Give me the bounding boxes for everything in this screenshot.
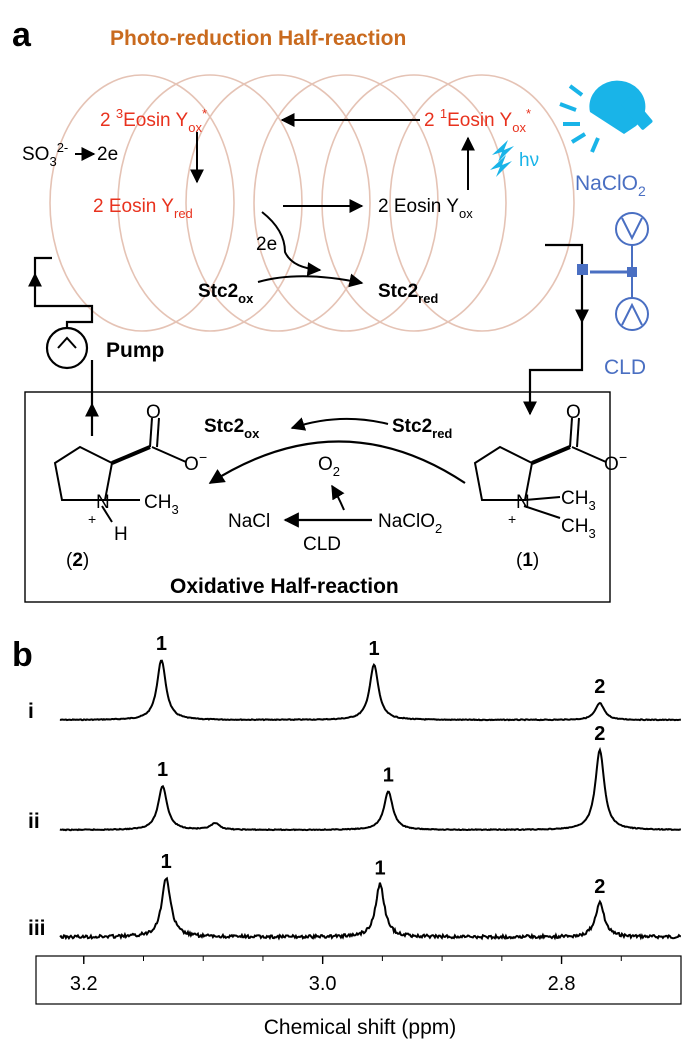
mixer-junction-left [577,264,588,275]
oxidative-title: Oxidative Half-reaction [170,575,399,598]
s1-methyl-b: CH3 [561,516,596,541]
structure-2 [53,417,187,523]
singlet-eosin: 2 1Eosin Yox* [424,106,531,135]
stc2-ox-box: Stc2ox [204,416,260,441]
light-bolt-icon [490,140,514,177]
tube-right [528,243,584,410]
peak-label-iii-2: 2 [594,876,605,898]
stc2-red-box: Stc2red [392,416,452,441]
peak-label-ii-2: 1 [383,765,394,787]
cld-label: CLD [604,356,646,379]
spectrum-label-i: i [28,700,34,723]
stc2-oxidation-arrow [290,417,389,431]
stc2-reduction-arrow [257,273,364,288]
triplet-eosin: 2 3Eosin Yox* [100,106,207,135]
demethylation-arrow [208,440,466,484]
photoreactor-coil [49,74,575,332]
naclo2-box: NaClO2 [378,511,442,536]
naclo2-label: NaClO2 [575,172,646,199]
panel-b-label: b [12,636,33,674]
nacl: NaCl [228,511,270,532]
cld-box: CLD [303,534,341,555]
light-label: hν [519,150,539,171]
s2-nitrogen: N [96,492,110,513]
s1-plus: + [508,511,516,527]
mixer-junction-right [627,267,637,277]
pump-rotor-icon [57,336,77,349]
pump-icon [45,326,89,370]
x-tick-label-0: 3.2 [70,973,98,995]
compound-1-label: (1) [516,550,539,571]
peak-label-ii-3: 2 [594,723,605,745]
s2-methyl: CH3 [144,492,179,517]
stc2-red-photo: Stc2red [378,281,438,306]
s1-methyl-a: CH3 [561,488,596,513]
x-tick-label-2: 2.8 [548,973,576,995]
s2-hydrogen: H [114,524,128,545]
peak-label-i-0: 1 [156,633,167,655]
o2-release-arrow [331,484,345,511]
electron-transfer-arrow [261,211,322,277]
s1-carbonyl-o: O [566,402,581,423]
transfer-electrons: 2e [256,234,277,255]
s1-carboxylate-o: O [604,454,619,475]
lamp-icon [559,80,653,153]
spectrum-line-iii [59,876,681,941]
spectrum-line-ii [59,746,681,832]
x-axis-box [35,955,682,1005]
s1-nitrogen: N [516,492,530,513]
reduced-eosin: 2 Eosin Yred [93,196,193,221]
s2-carbonyl-o: O [146,402,161,423]
panel-a-label: a [12,16,32,54]
x-tick-label-1: 3.0 [309,973,337,995]
spectrum-label-iii: iii [28,917,46,940]
pump-label: Pump [106,339,164,362]
s1-minus: − [619,449,627,465]
s2-plus: + [88,511,96,527]
oxidized-eosin: 2 Eosin Yox [378,196,473,221]
peak-label-iii-0: 1 [161,851,172,873]
peak-label-iii-1: 1 [374,857,385,879]
compound-2-label: (2) [66,550,89,571]
nmr-spectra-chart: i 1 1 2 ii 1 1 2 iii 1 1 2 3.2 3.0 2.8 [28,633,682,995]
syringe-mixer-icon [590,212,649,331]
oxygen: O2 [318,454,340,479]
photo-reduction-title: Photo-reduction Half-reaction [110,27,406,50]
structure-1 [473,417,607,519]
oxidative-box [24,391,611,603]
sulfite-electrons: 2e [97,144,118,165]
x-axis-title: Chemical shift (ppm) [264,1016,457,1039]
peak-label-i-1: 1 [368,638,379,660]
peak-label-i-2: 2 [594,676,605,698]
sulfite: SO32- [22,140,68,169]
tube-left-upper [33,256,94,328]
s2-carboxylate-o: O [184,454,199,475]
spectrum-label-ii: ii [28,810,40,833]
spectrum-line-i [59,659,681,722]
stc2-ox-photo: Stc2ox [198,281,254,306]
peak-label-ii-0: 1 [157,759,168,781]
s2-minus: − [199,449,207,465]
